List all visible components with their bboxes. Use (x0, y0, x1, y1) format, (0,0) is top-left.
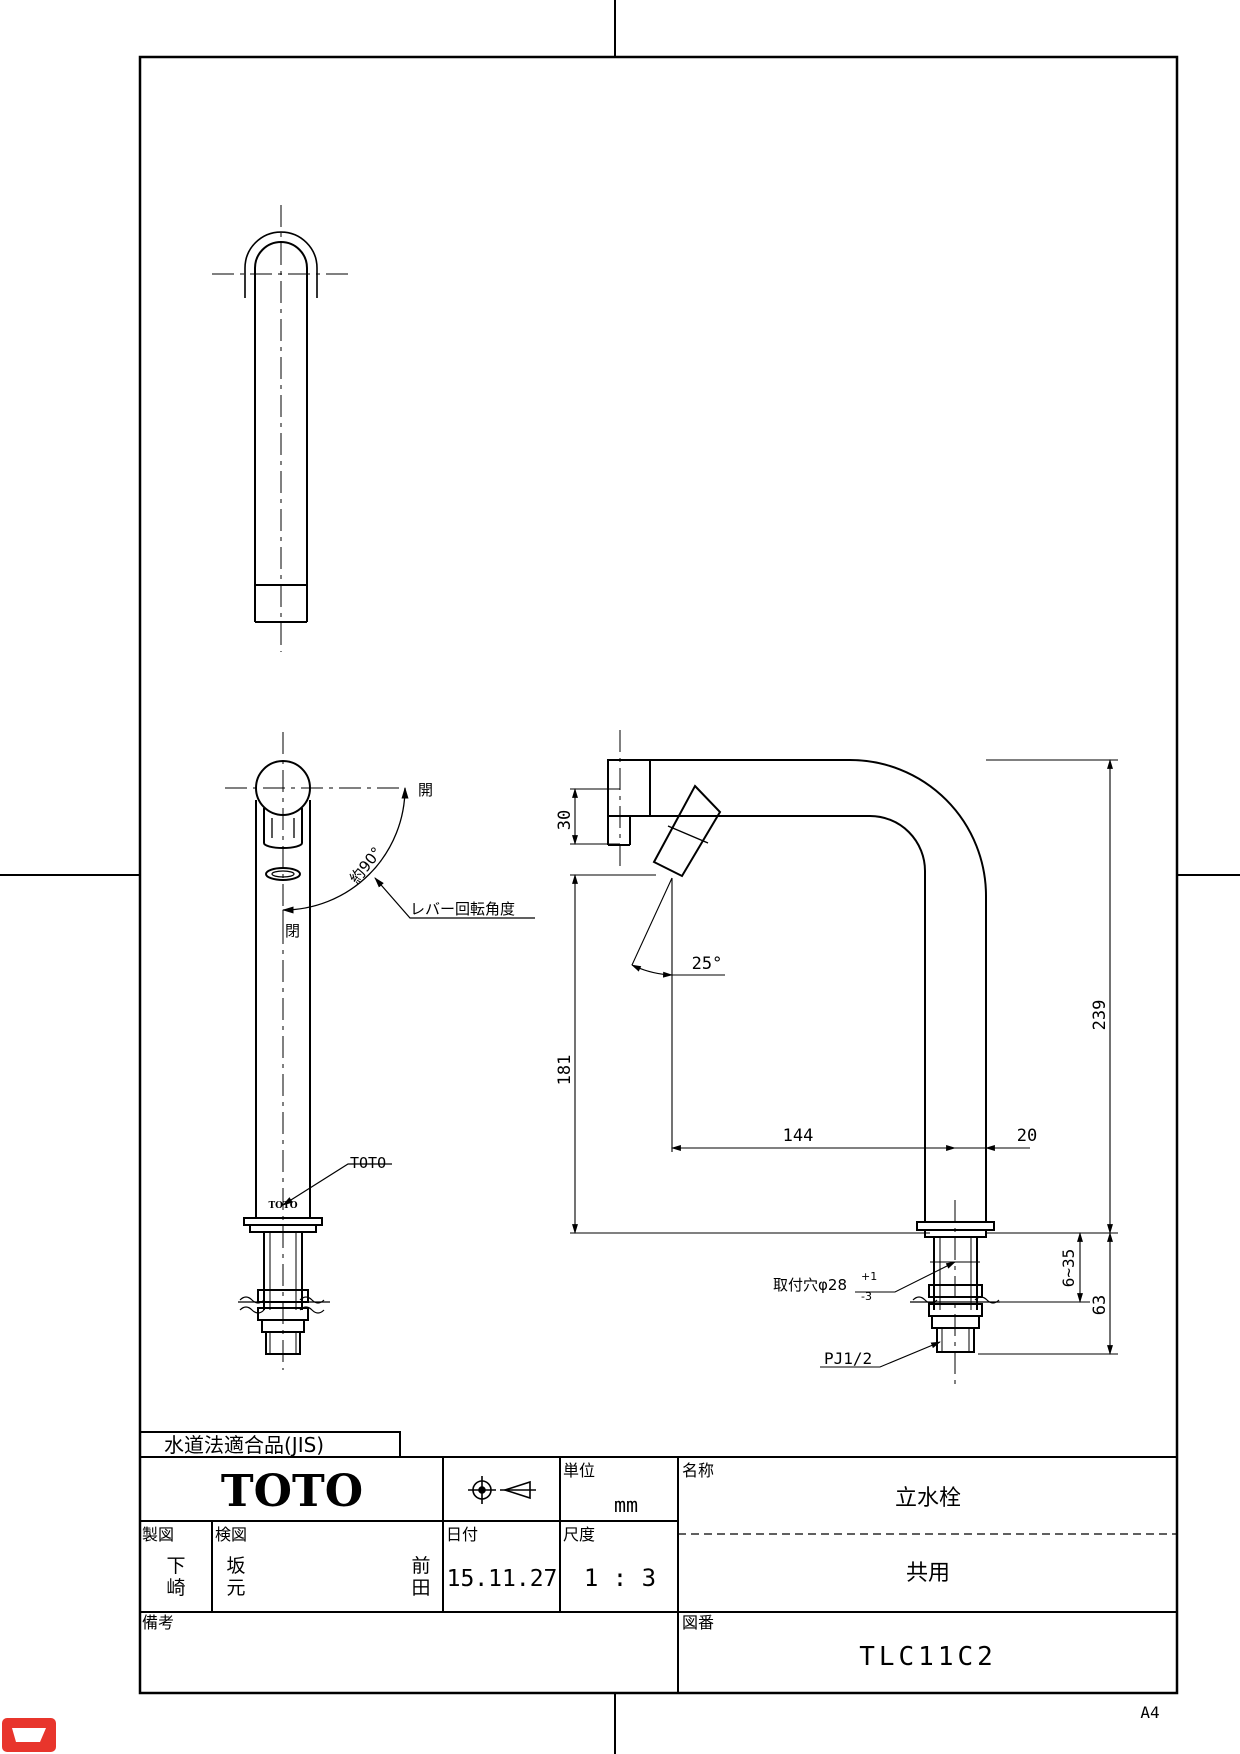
subname-value: 共用 (906, 1561, 950, 1586)
dim-6-35: 6~35 (1059, 1249, 1078, 1288)
title-block-text: 水道法適合品(JIS) TOTO 単位 mm 名称 立水栓 共用 製図 下 崎 … (142, 1433, 1160, 1722)
dim-25-deg: 25° (692, 954, 723, 974)
dim-63: 63 (1090, 1295, 1110, 1315)
top-view (212, 205, 352, 652)
dim-20: 20 (1017, 1126, 1037, 1146)
thread-label: PJ1/2 (824, 1349, 872, 1368)
mount-hole-tol-plus: +1 (861, 1270, 877, 1283)
name-header: 名称 (682, 1461, 714, 1480)
checked-by-a1: 坂 (226, 1555, 245, 1577)
name-value: 立水栓 (895, 1486, 961, 1511)
scale-value: 1 : 3 (584, 1564, 656, 1592)
front-view: TOTO (225, 732, 535, 1370)
unit-value: mm (614, 1493, 638, 1517)
drawn-by-1: 下 (166, 1555, 185, 1577)
drawing-no-header: 図番 (682, 1613, 714, 1632)
drawing-no-value: TLC11C2 (859, 1642, 997, 1672)
dim-181: 181 (555, 1055, 575, 1086)
dim-239: 239 (1090, 1000, 1110, 1031)
brand-logo: TOTO (221, 1466, 363, 1517)
front-logo-print: TOTO (268, 1201, 297, 1211)
corner-logo-icon (2, 1718, 56, 1752)
unit-header: 単位 (563, 1461, 595, 1480)
third-angle-projection-icon (468, 1476, 536, 1504)
drawn-by-2: 崎 (166, 1577, 185, 1599)
dim-30: 30 (555, 810, 575, 830)
close-label: 閉 (285, 922, 300, 940)
mount-hole-label: 取付穴φ28 (773, 1276, 847, 1294)
date-header: 日付 (446, 1525, 478, 1544)
jis-label: 水道法適合品(JIS) (164, 1433, 324, 1457)
title-block (139, 1431, 1177, 1693)
open-label: 開 (418, 781, 433, 799)
lever-rotation-label: レバー回転角度 (410, 900, 515, 918)
remarks-header: 備考 (142, 1613, 174, 1632)
mount-hole-tol-minus: -3 (861, 1290, 872, 1303)
checked-by-b1: 前 (411, 1555, 430, 1577)
checked-by-a2: 元 (226, 1577, 245, 1599)
checked-header: 検図 (215, 1525, 247, 1544)
dimension-lines (570, 759, 1118, 1368)
scale-header: 尺度 (563, 1525, 595, 1544)
date-value: 15.11.27 (447, 1566, 558, 1592)
logo-marker-label: TOTO (350, 1154, 386, 1172)
dim-144: 144 (783, 1126, 814, 1146)
checked-by-b2: 田 (411, 1577, 430, 1599)
paper-size-label: A4 (1140, 1703, 1159, 1722)
rotation-angle-label: 約90° (346, 844, 386, 888)
drawn-header: 製図 (142, 1525, 174, 1544)
